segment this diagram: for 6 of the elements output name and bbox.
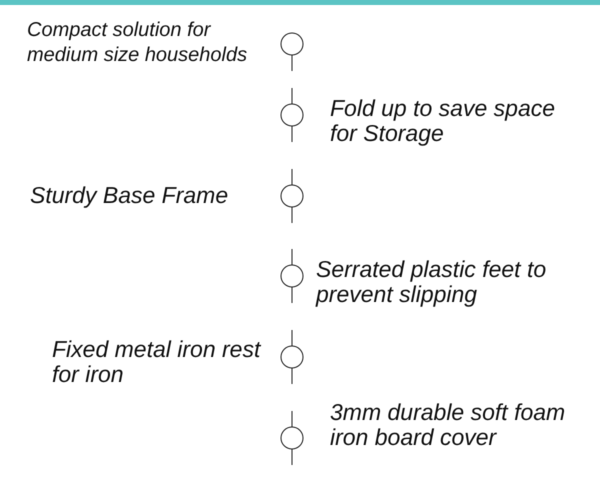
feature-label: Serrated plastic feet to prevent slipping <box>316 257 548 307</box>
feature-label: Compact solution for medium size households <box>27 18 248 68</box>
feature-label: Sturdy Base Frame <box>30 183 230 208</box>
feature-label: Fixed metal iron rest for iron <box>52 337 262 387</box>
feature-label: 3mm durable soft foam iron board cover <box>330 400 566 450</box>
feature-label: Fold up to save space for Storage <box>330 96 556 146</box>
